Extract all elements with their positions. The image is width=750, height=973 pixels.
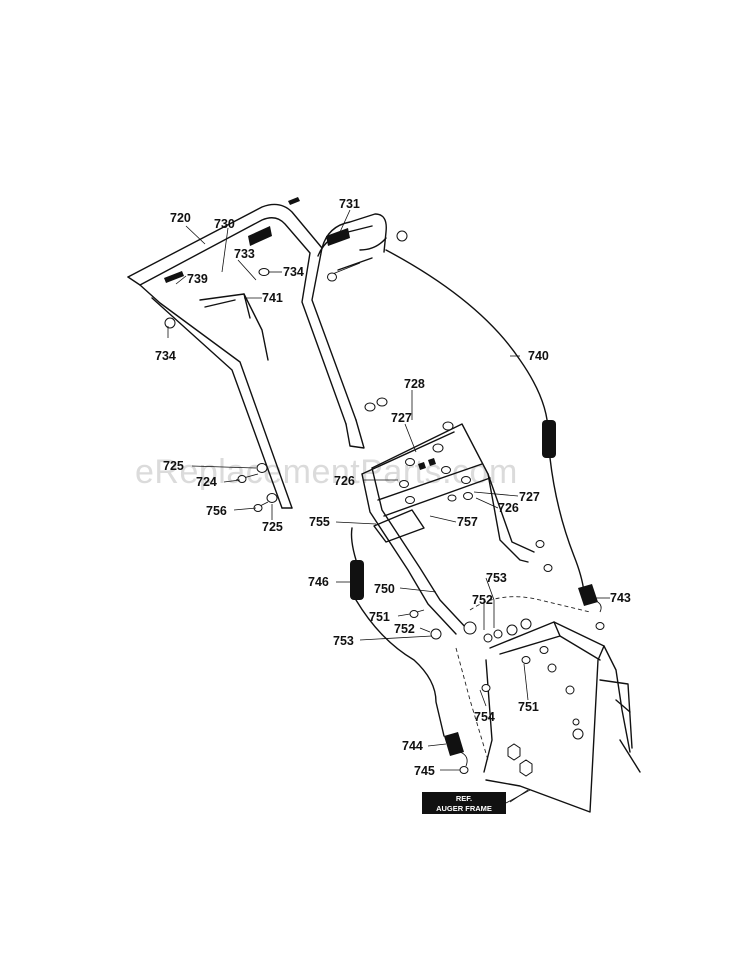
ref-badge-line1: REF. [456, 794, 472, 803]
watermark-text: eReplacementParts.com [135, 453, 518, 491]
label-730: 730 [214, 217, 235, 231]
label-734-upper: 734 [283, 265, 304, 279]
lower-handle [361, 423, 535, 635]
upper-hardware [164, 230, 408, 329]
label-725-lower: 725 [262, 520, 283, 534]
upper-handle [127, 203, 387, 509]
label-727-upper: 727 [391, 411, 412, 425]
label-733: 733 [234, 247, 255, 261]
label-740: 740 [528, 349, 549, 363]
ref-badge-line2: AUGER FRAME [436, 804, 492, 813]
label-744: 744 [402, 739, 423, 753]
handle-grips [164, 197, 350, 283]
label-720: 720 [170, 211, 191, 225]
label-752-upper: 752 [472, 593, 493, 607]
label-724: 724 [196, 475, 217, 489]
label-745: 745 [414, 764, 435, 778]
label-751-right: 751 [518, 700, 539, 714]
label-739: 739 [187, 272, 208, 286]
label-725-upper: 725 [163, 459, 184, 473]
label-750: 750 [374, 582, 395, 596]
pivot-plate [364, 397, 473, 504]
label-755: 755 [309, 515, 330, 529]
label-752-lower: 752 [394, 622, 415, 636]
label-756: 756 [206, 504, 227, 518]
label-746: 746 [308, 575, 329, 589]
label-726-upper: 726 [334, 474, 355, 488]
label-753-upper: 753 [486, 571, 507, 585]
label-741: 741 [262, 291, 283, 305]
leader-lines [167, 209, 610, 803]
auger-frame [409, 540, 641, 813]
control-cables [350, 249, 605, 774]
label-754: 754 [474, 710, 495, 724]
label-727-lower: 727 [519, 490, 540, 504]
label-734-lower: 734 [155, 349, 176, 363]
label-743: 743 [610, 591, 631, 605]
label-751-left: 751 [369, 610, 390, 624]
label-728: 728 [404, 377, 425, 391]
ref-auger-frame-badge: REF. AUGER FRAME [422, 789, 531, 814]
bracket-755 [373, 509, 425, 543]
label-757: 757 [457, 515, 478, 529]
label-726-lower: 726 [498, 501, 519, 515]
part-labels: 720 730 731 733 734 739 741 734 740 728 … [155, 197, 631, 778]
label-753-lower: 753 [333, 634, 354, 648]
label-731: 731 [339, 197, 360, 211]
control-levers [199, 237, 387, 361]
